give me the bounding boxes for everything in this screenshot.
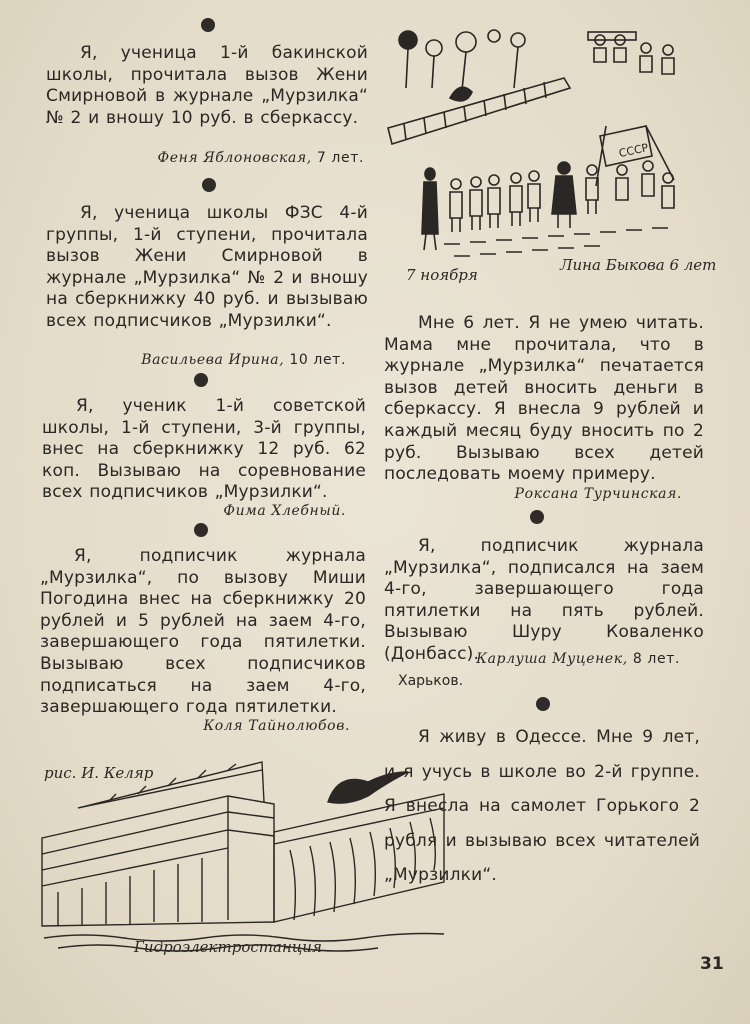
letter-1-signature: Феня Яблоновская, 7 лет. <box>120 150 364 166</box>
letter-4-signature: Коля Тайнолюбов. <box>120 718 350 734</box>
demonstration-drawing: СССР 7 ноября Лина Быкова 6 лет <box>387 29 716 284</box>
letter-1-text: Я, ученица 1-й бакинской школы, прочитал… <box>46 43 368 128</box>
letter-5: Мне 6 лет. Я не умею читать. Мама мне пр… <box>384 313 704 486</box>
flag-label: СССР <box>618 141 650 160</box>
letter-7-text: Я живу в Одессе. Мне 9 лет, и я учусь в … <box>384 727 700 886</box>
bullet-dot <box>201 18 215 32</box>
drawing-caption: Гидроэлектростанция <box>133 938 322 956</box>
letter-3: Я, ученик 1-й советской школы, 1-й ступе… <box>42 396 366 504</box>
letter-1-age: 7 лет. <box>316 150 364 166</box>
letter-6-city: Харьков. <box>398 673 464 689</box>
hydroelectric-drawing: рис. И. Келяр <box>41 761 445 956</box>
letter-3-text: Я, ученик 1-й советской школы, 1-й ступе… <box>42 396 366 503</box>
letter-6-name: Карлуша Муценек, <box>476 651 628 667</box>
letter-6-text: Я, подписчик журнала „Мурзилка“, подписа… <box>384 536 704 664</box>
letter-1: Я, ученица 1-й бакинской школы, прочитал… <box>46 43 368 129</box>
letter-2-signature: Васильева Ирина, 10 лет. <box>120 352 346 368</box>
letter-5-signature: Роксана Турчинская. <box>460 486 682 502</box>
page-number: 31 <box>700 954 724 974</box>
letter-7: Я живу в Одессе. Мне 9 лет, и я учусь в … <box>384 720 700 893</box>
bullet-dot <box>194 523 208 537</box>
drawing-credit: рис. И. Келяр <box>44 764 154 782</box>
letter-4: Я, подписчик журнала „Мурзилка“, по вызо… <box>40 546 366 719</box>
letter-3-signature: Фима Хлебный. <box>120 503 346 519</box>
drawing-author: Лина Быкова 6 лет <box>559 256 716 274</box>
letter-3-name: Фима Хлебный. <box>223 503 346 519</box>
letter-1-name: Феня Яблоновская, <box>157 150 312 166</box>
letter-6: Я, подписчик журнала „Мурзилка“, подписа… <box>384 536 704 666</box>
letter-2-age: 10 лет. <box>289 352 346 368</box>
letter-6-signature: Карлуша Муценек, 8 лет. <box>440 651 680 667</box>
letter-2-text: Я, ученица школы ФЗС 4-й группы, 1-й сту… <box>46 203 368 331</box>
letter-6-age: 8 лет. <box>632 651 680 667</box>
letter-2: Я, ученица школы ФЗС 4-й группы, 1-й сту… <box>46 203 368 333</box>
letter-4-name: Коля Тайнолюбов. <box>203 718 350 734</box>
bullet-dot <box>194 373 208 387</box>
letter-2-name: Васильева Ирина, <box>141 352 285 368</box>
bullet-dot <box>536 697 550 711</box>
drawing-date: 7 ноября <box>406 266 478 284</box>
letter-5-text: Мне 6 лет. Я не умею читать. Мама мне пр… <box>384 313 704 485</box>
bullet-dot <box>202 178 216 192</box>
bullet-dot <box>530 510 544 524</box>
letter-5-name: Роксана Турчинская. <box>514 486 682 502</box>
letter-4-text: Я, подписчик журнала „Мурзилка“, по вызо… <box>40 546 366 718</box>
